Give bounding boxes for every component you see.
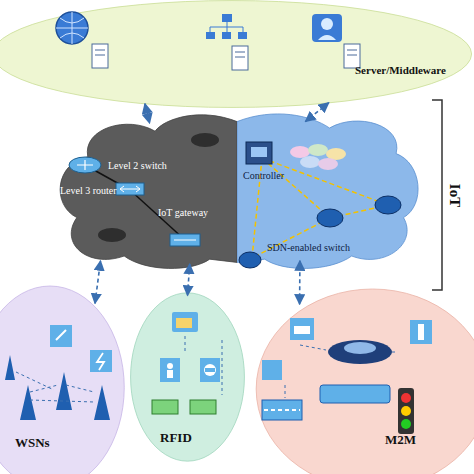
node-label: Controller (243, 170, 284, 181)
dashed-link (299, 261, 301, 304)
m2m-region-outline (255, 288, 474, 474)
node-label: RFID (160, 430, 192, 446)
sdn-cloud: ControllerSDN-enabled switch (237, 112, 422, 272)
node-label: WSNs (15, 435, 50, 451)
node-label: IoT gateway (158, 207, 208, 218)
group-label: IoT (447, 183, 464, 206)
node-label: SDN-enabled switch (267, 242, 350, 253)
bracket (432, 100, 442, 290)
node-label: Level 3 router (60, 185, 117, 196)
dashed-link (95, 261, 101, 304)
dashed-link (145, 104, 150, 124)
m2m-region: M2M (255, 288, 474, 474)
node-label: Server/Middleware (355, 64, 446, 76)
node-label: Level 2 switch (108, 160, 167, 171)
dashed-link (188, 264, 190, 295)
node-label: M2M (385, 432, 416, 448)
